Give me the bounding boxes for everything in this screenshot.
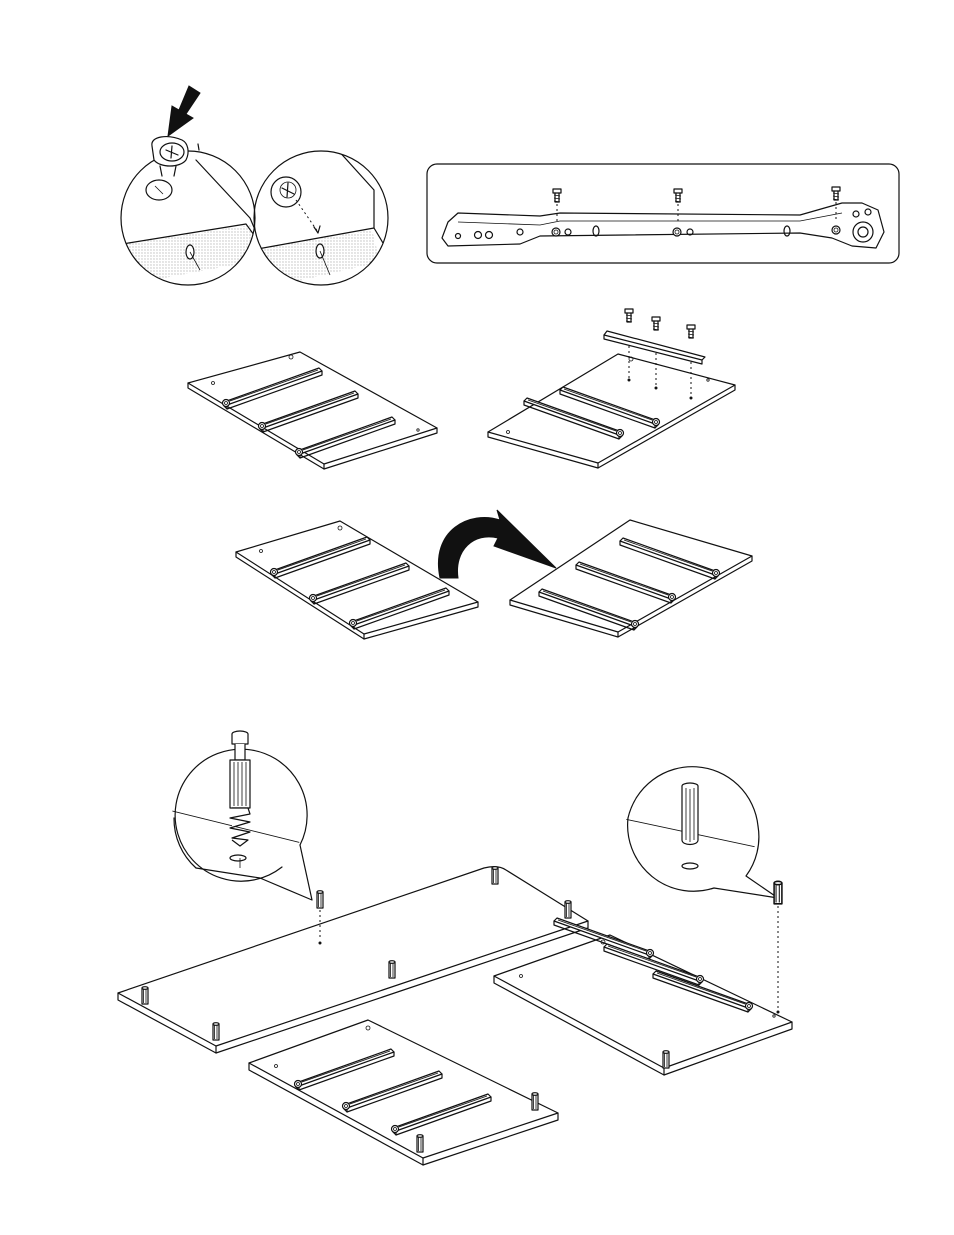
panel-with-rails-bottom — [249, 1020, 558, 1165]
panel-with-rails-left — [188, 352, 437, 469]
wood-dowel-icon — [682, 783, 698, 845]
panel-with-rails-flip-left — [236, 521, 478, 639]
panel-with-rails-flip-right — [510, 520, 752, 637]
magnifier-callout-right — [250, 148, 386, 292]
step-rail-screws-detail — [427, 164, 899, 263]
down-arrow-icon — [168, 86, 200, 136]
step-attach-rails-to-panels — [188, 309, 735, 469]
cam-lock-icon — [146, 137, 199, 200]
panel-with-rails-right — [488, 309, 735, 468]
step-insert-dowels-and-bolts — [118, 731, 792, 1165]
magnifier-callout-left — [100, 160, 262, 290]
step-insert-cam-fittings — [100, 86, 388, 292]
drawer-slide-rail — [442, 203, 884, 248]
curved-arrow-icon — [438, 510, 556, 578]
cam-bolt-icon — [230, 731, 250, 846]
magnifier-callout-bolt — [160, 808, 330, 868]
step-flip-panel — [236, 510, 752, 639]
